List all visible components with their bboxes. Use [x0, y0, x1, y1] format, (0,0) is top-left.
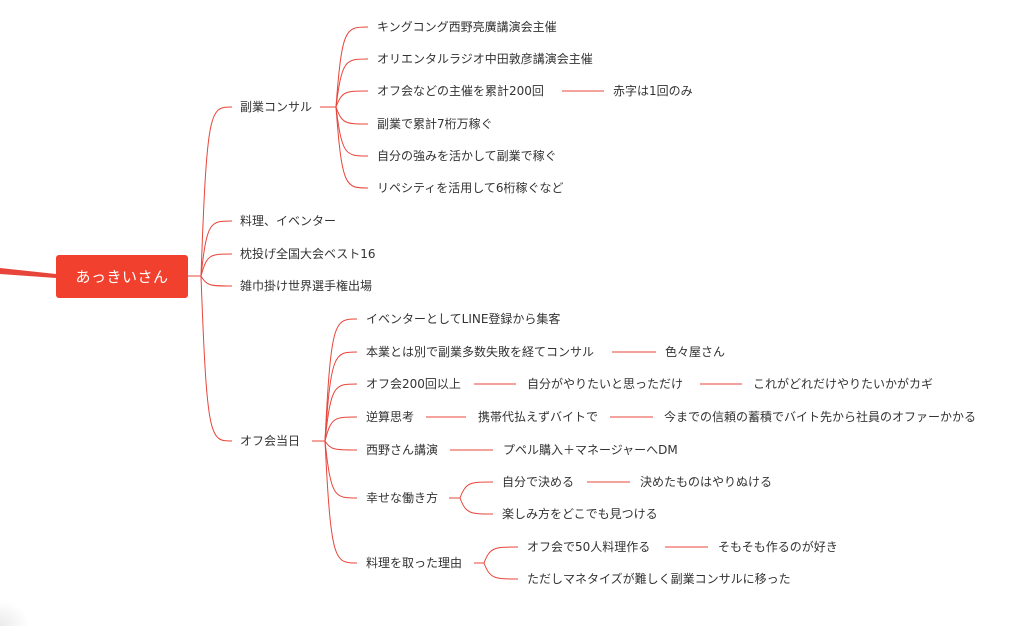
- subtopic-failures-consulting[interactable]: 本業とは別で副業多数失敗を経てコンサル: [366, 345, 595, 359]
- subtopic-iroiroya[interactable]: 色々屋さん: [665, 345, 726, 359]
- topic-offkai-day[interactable]: オフ会当日: [240, 434, 301, 448]
- subtopic-monetize-hard[interactable]: ただしマネタイズが難しく副業コンサルに移った: [527, 572, 791, 586]
- subtopic-backcasting[interactable]: 逆算思考: [366, 410, 415, 424]
- subtopic-nakata-lecture[interactable]: オリエンタルラジオ中田敦彦講演会主催: [377, 52, 593, 66]
- subtopic-part-time[interactable]: 携帯代払えずバイトで: [478, 410, 599, 424]
- subtopic-decide-yourself[interactable]: 自分で決める: [502, 475, 575, 489]
- subtopic-find-fun[interactable]: 楽しみ方をどこでも見つける: [502, 507, 658, 521]
- subtopic-nishino-talk[interactable]: 西野さん講演: [366, 443, 439, 457]
- subtopic-line-registration[interactable]: イベンターとしてLINE登録から集客: [366, 312, 561, 326]
- subtopic-7-digit[interactable]: 副業で累計7桁万稼ぐ: [377, 117, 493, 131]
- topic-cooking-eventer[interactable]: 料理、イベンター: [240, 214, 337, 228]
- subtopic-nishino-lecture[interactable]: キングコング西野亮廣講演会主催: [377, 20, 557, 34]
- subtopic-200-plus[interactable]: オフ会200回以上: [366, 377, 461, 391]
- subtopic-deficit-once[interactable]: 赤字は1回のみ: [613, 84, 693, 98]
- subtopic-200-events[interactable]: オフ会などの主催を累計200回: [377, 84, 544, 98]
- subtopic-key-desire[interactable]: これがどれだけやりたいかがカギ: [753, 377, 934, 391]
- subtopic-poupelle[interactable]: プペル購入＋マネージャーへDM: [503, 443, 678, 457]
- subtopic-just-wanted[interactable]: 自分がやりたいと思っただけ: [527, 377, 684, 391]
- subtopic-why-cooking[interactable]: 料理を取った理由: [366, 556, 463, 570]
- topic-pillow-fight[interactable]: 枕投げ全国大会ベスト16: [240, 247, 376, 261]
- subtopic-strengths[interactable]: 自分の強みを活かして副業で稼ぐ: [377, 149, 557, 163]
- subtopic-happy-work[interactable]: 幸せな働き方: [366, 491, 439, 505]
- topic-rag-wiping[interactable]: 雑巾掛け世界選手権出場: [240, 279, 373, 293]
- root-topic[interactable]: あっきいさん: [56, 255, 188, 298]
- subtopic-love-cooking[interactable]: そもそも作るのが好き: [718, 540, 838, 554]
- corner-shadow: [0, 600, 30, 626]
- subtopic-repecity[interactable]: リペシティを活用して6桁稼ぐなど: [377, 181, 564, 195]
- subtopic-cook-for-50[interactable]: オフ会で50人料理作る: [527, 540, 651, 554]
- subtopic-job-offer[interactable]: 今までの信頼の蓄積でバイト先から社員のオファーかかる: [664, 410, 977, 424]
- topic-side-business-consulting[interactable]: 副業コンサル: [240, 100, 313, 114]
- subtopic-follow-through[interactable]: 決めたものはやりぬける: [640, 475, 773, 489]
